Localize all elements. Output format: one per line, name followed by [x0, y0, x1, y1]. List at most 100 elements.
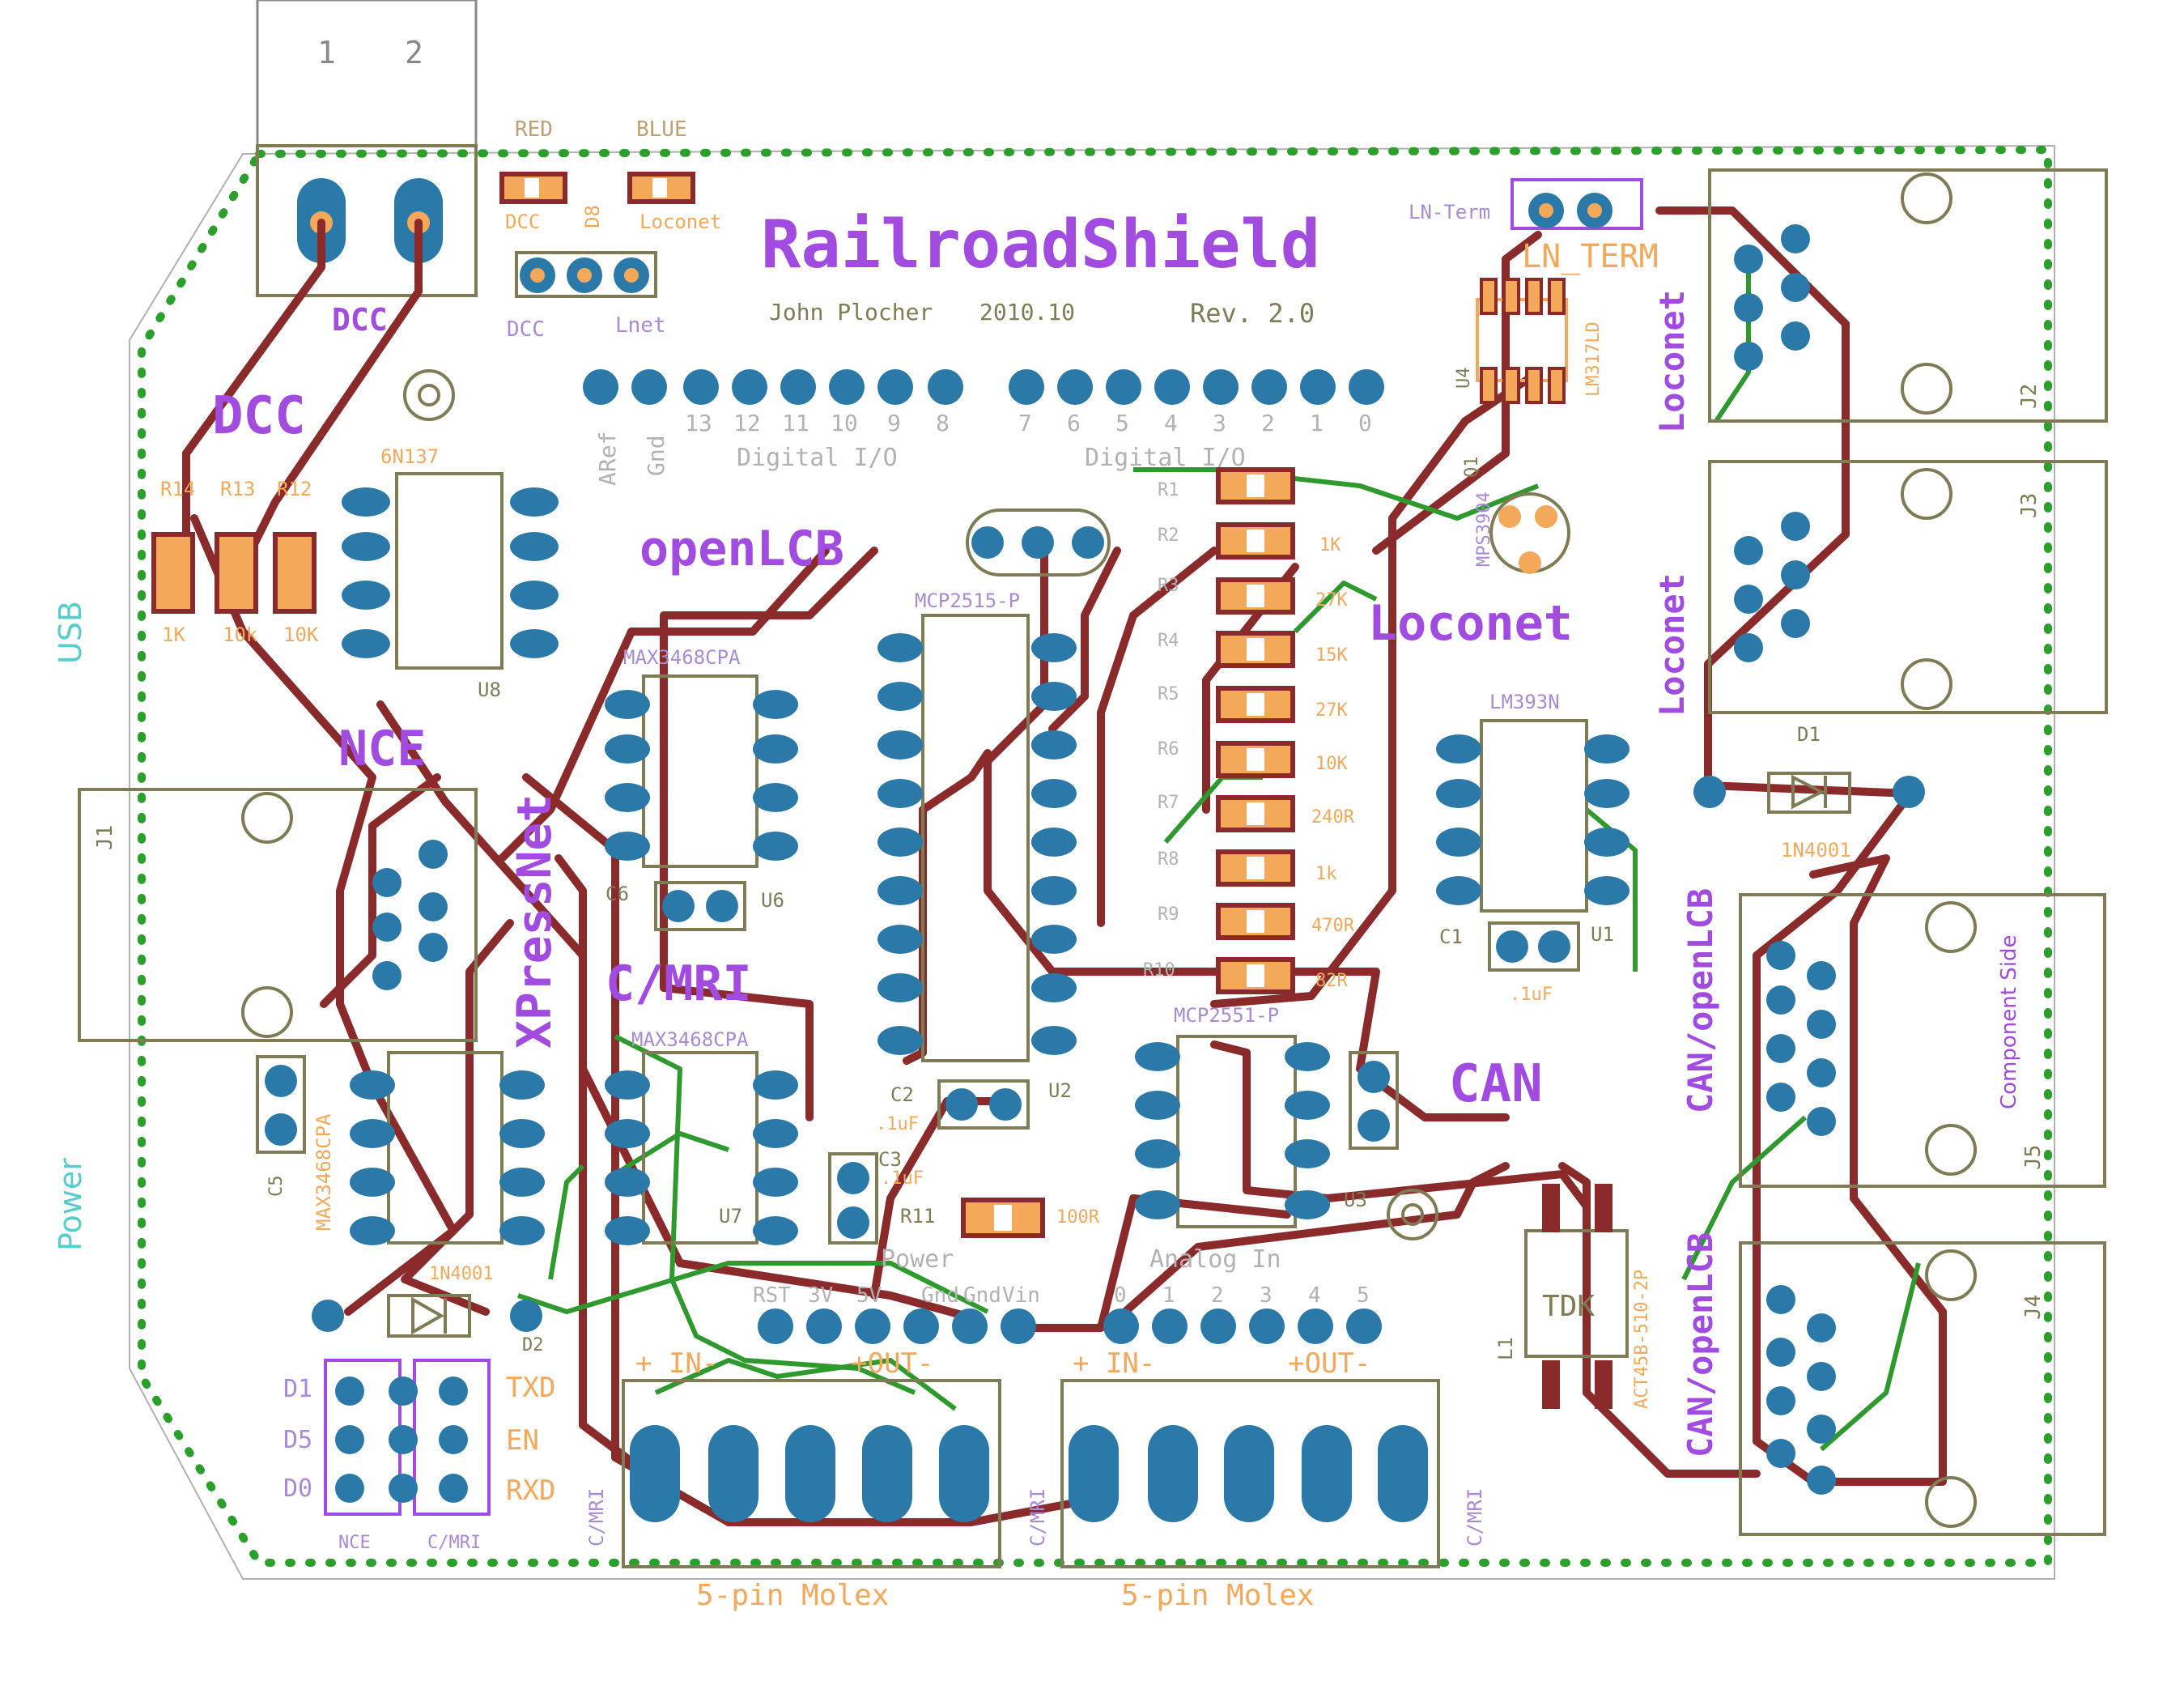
c1-value: .1uF [1510, 985, 1553, 1005]
pin-12: 12 [733, 410, 761, 436]
u7-part: MAX3468CPA [631, 1028, 749, 1051]
molex-2 [1060, 1379, 1440, 1568]
transistor-q1 [1489, 492, 1570, 574]
jumper-group-nce: NCE [338, 1533, 371, 1553]
r8-value: 1k [1315, 864, 1337, 884]
r12-label: R12 [277, 478, 312, 500]
led-blue-label: BLUE [636, 117, 687, 142]
j2-label: J2 [2017, 384, 2042, 409]
label-component-side: Component Side [1997, 935, 2021, 1109]
jack-j1 [78, 788, 478, 1042]
ana-pin-0: 0 [1114, 1283, 1127, 1308]
r4-value: 15K [1315, 645, 1348, 666]
r7-ref: R7 [1158, 793, 1179, 813]
board-date: 2010.10 [979, 299, 1075, 326]
molex-side-1: C/MRI [585, 1488, 608, 1547]
d2-part: 1N4001 [429, 1264, 493, 1284]
r14-label: R14 [160, 478, 195, 500]
r11-ref: R11 [900, 1205, 935, 1228]
jumper-lnet-label: Lnet [615, 313, 666, 338]
j1-label: J1 [93, 825, 117, 850]
inductor-l1 [1524, 1184, 1629, 1409]
u4-ref: U4 [1454, 368, 1474, 389]
diode-d2 [312, 1294, 542, 1338]
led-loconet-label: Loconet [639, 211, 721, 233]
r3-ref: R3 [1158, 576, 1179, 596]
board-revision: Rev. 2.0 [1190, 298, 1315, 329]
ic-u4 [1476, 278, 1568, 404]
molex-1-pins: + IN- +OUT- [635, 1347, 933, 1380]
r10-value: 82R [1315, 971, 1348, 991]
ana-pin-1: 1 [1162, 1283, 1175, 1308]
diode-d1 [1693, 772, 1925, 814]
label-openlcb: openLCB [639, 521, 844, 577]
ic-u1 [1436, 719, 1630, 913]
analog-pin-labels: 0 1 2 3 4 5 [1114, 1283, 1370, 1308]
jack-j3 [1708, 460, 2108, 714]
ic-u6 [605, 674, 798, 868]
mounting-holes [403, 369, 1438, 1240]
dcc-terminal-block: 1 2 [256, 0, 478, 297]
digital-io-label-1: Digital I/O [737, 444, 898, 472]
pin-aref: ARef [594, 432, 621, 486]
ana-pin-4: 4 [1308, 1283, 1321, 1308]
pin-1: 1 [1310, 410, 1324, 436]
c3-value: .1uF [881, 1168, 924, 1189]
power-header [758, 1308, 1036, 1344]
molex-2-label: 5-pin Molex [1121, 1579, 1314, 1612]
pin-3: 3 [1213, 410, 1226, 436]
pwr-pin-vin: Vin [1002, 1283, 1040, 1308]
r9-ref: R9 [1158, 904, 1179, 925]
pin-8: 8 [936, 410, 950, 436]
ana-pin-5: 5 [1357, 1283, 1370, 1308]
jack-j2 [1708, 168, 2108, 423]
r5-ref: R5 [1158, 684, 1179, 704]
pin-2: 2 [1261, 410, 1275, 436]
label-loconet-jack-2: Loconet [1652, 573, 1692, 717]
u4-part: LM317LD [1583, 321, 1604, 397]
resistor-network [1216, 467, 1295, 994]
capacitor-c4 [1349, 1051, 1399, 1150]
r10-ref: R10 [1143, 960, 1175, 981]
ic-u3 [1135, 1035, 1330, 1228]
label-xpressnet: XPressNet [507, 794, 562, 1049]
board-outline [129, 144, 2055, 1580]
opto-u8 [342, 472, 559, 670]
r2-ref: R2 [1158, 525, 1179, 546]
r5-value: 27K [1315, 700, 1348, 721]
molex-2-pins: + IN- +OUT- [1073, 1347, 1370, 1380]
u1-ref: U1 [1591, 923, 1614, 946]
d1-ref: D1 [1797, 723, 1821, 746]
label-loconet: Loconet [1368, 595, 1573, 652]
opto-part-label: 6N137 [380, 445, 439, 468]
c5-ref: C5 [266, 1176, 287, 1198]
molex-side-2: C/MRI [1026, 1488, 1049, 1547]
pin-0: 0 [1358, 410, 1372, 436]
jack-j5 [1739, 893, 2106, 1188]
jumper-row-d1: D1 [283, 1375, 312, 1403]
jumper-dcc-label: DCC [507, 317, 545, 342]
d1-part: 1N4001 [1781, 839, 1851, 862]
label-ln-term: LN_TERM [1522, 238, 1659, 275]
r4-ref: R4 [1158, 631, 1179, 651]
r12-value: 10K [283, 623, 319, 646]
r2-value: 1K [1319, 535, 1341, 555]
led-red [499, 172, 567, 204]
c1-ref: C1 [1439, 925, 1463, 948]
molex-1-label: 5-pin Molex [696, 1579, 889, 1612]
r14-value: 1K [162, 623, 185, 646]
power-header-label: Power [881, 1245, 954, 1274]
c3-ref: C3 [878, 1148, 902, 1171]
c6-ref: C6 [605, 883, 629, 905]
d2-ref: D2 [522, 1335, 544, 1355]
jumper-row-d5: D5 [283, 1426, 312, 1454]
ana-pin-2: 2 [1211, 1283, 1224, 1308]
analog-header [1103, 1308, 1382, 1344]
pin-13: 13 [685, 410, 712, 436]
pin-9: 9 [887, 410, 901, 436]
pin-10: 10 [831, 410, 858, 436]
digital-header-pin-labels: ARef Gnd 13 12 11 10 9 8 7 6 5 4 3 2 1 0 [594, 410, 1372, 486]
digital-header [583, 369, 1384, 405]
q1-ref: Q1 [1462, 457, 1482, 479]
tdk-label: TDK [1542, 1290, 1595, 1323]
